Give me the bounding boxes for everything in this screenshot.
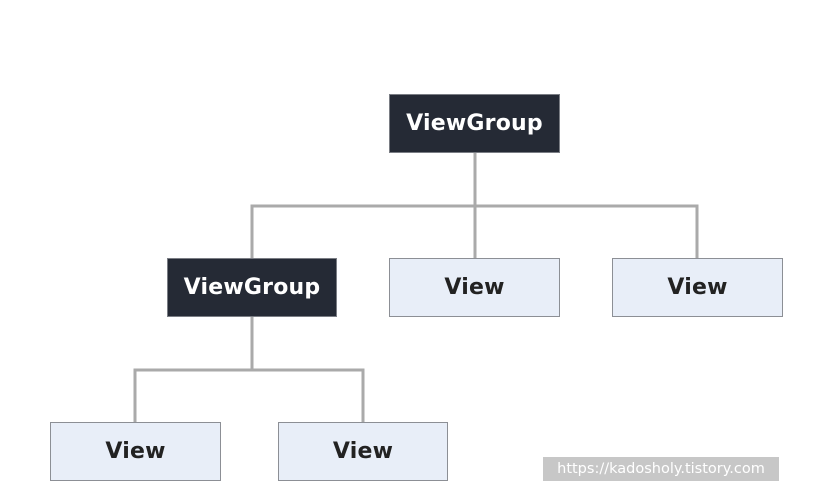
root-viewgroup-node: ViewGroup — [389, 94, 560, 153]
leaf-view-node: View — [278, 422, 448, 481]
source-watermark: https://kadosholy.tistory.com — [543, 457, 779, 481]
view-node: View — [389, 258, 560, 317]
child-viewgroup-node: ViewGroup — [167, 258, 337, 317]
leaf-view-node: View — [50, 422, 221, 481]
view-node: View — [612, 258, 783, 317]
